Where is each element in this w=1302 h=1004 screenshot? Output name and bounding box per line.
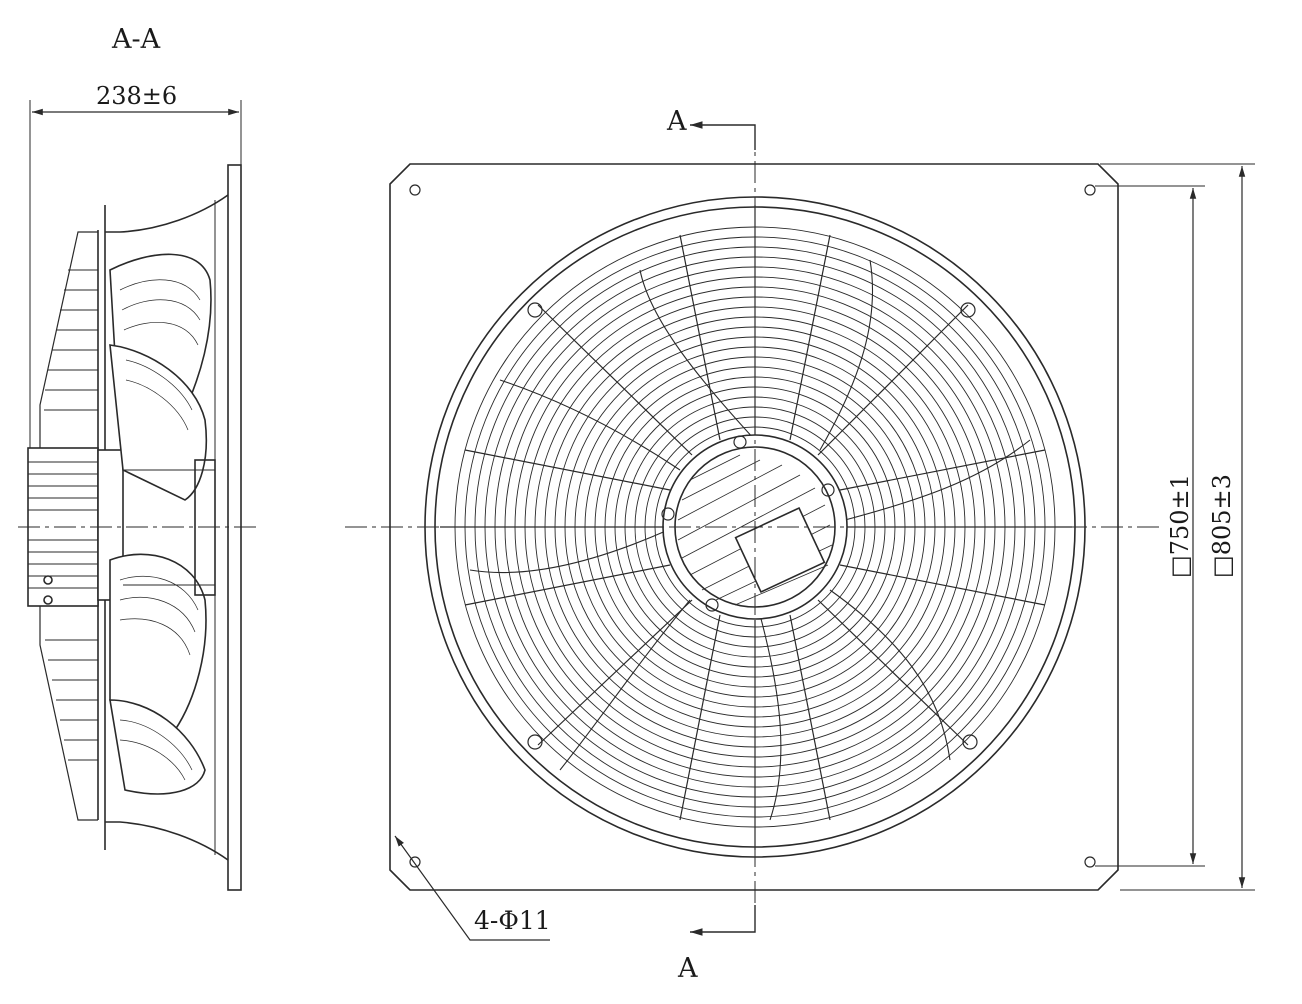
cut-indicator-top: [690, 121, 756, 150]
guard-wires-bottom: [39, 600, 98, 821]
side-blade-hatching: [119, 279, 201, 781]
inlet-ring-bottom: [105, 821, 229, 861]
corner-holes: [409, 184, 1096, 868]
mounting-holes-label: 4-Φ11: [474, 906, 551, 935]
motor-bolt-2: [43, 595, 53, 605]
motor-bolt-1: [43, 575, 53, 585]
cut-indicator-bottom: [690, 905, 756, 936]
section-title: A-A: [112, 24, 161, 55]
side-blade-lower-2: [109, 699, 206, 795]
side-blade-upper-2: [109, 344, 208, 501]
terminal-box: [734, 506, 826, 594]
depth-dimension-label: 238±6: [96, 82, 178, 110]
holes-leader: [394, 835, 550, 941]
inner-square-dimension-label: □750±1: [1166, 474, 1194, 578]
cut-label-bottom: A: [678, 953, 698, 984]
impeller-blades: [469, 259, 1031, 821]
hub-bolts: [661, 435, 835, 612]
side-section-view: [18, 100, 260, 891]
mounting-plate-outline: [389, 163, 1119, 891]
outer-square-dimension-label: □805±3: [1208, 474, 1236, 578]
side-blade-lower-1: [109, 553, 207, 732]
inlet-ring-top: [105, 194, 229, 233]
guard-feet: [527, 302, 978, 750]
guard-wire-ticks: [44, 269, 98, 761]
guard-wires-top: [39, 231, 98, 470]
front-view: [345, 121, 1255, 941]
motor-fins: [28, 461, 98, 589]
cut-label-top: A: [667, 106, 687, 137]
